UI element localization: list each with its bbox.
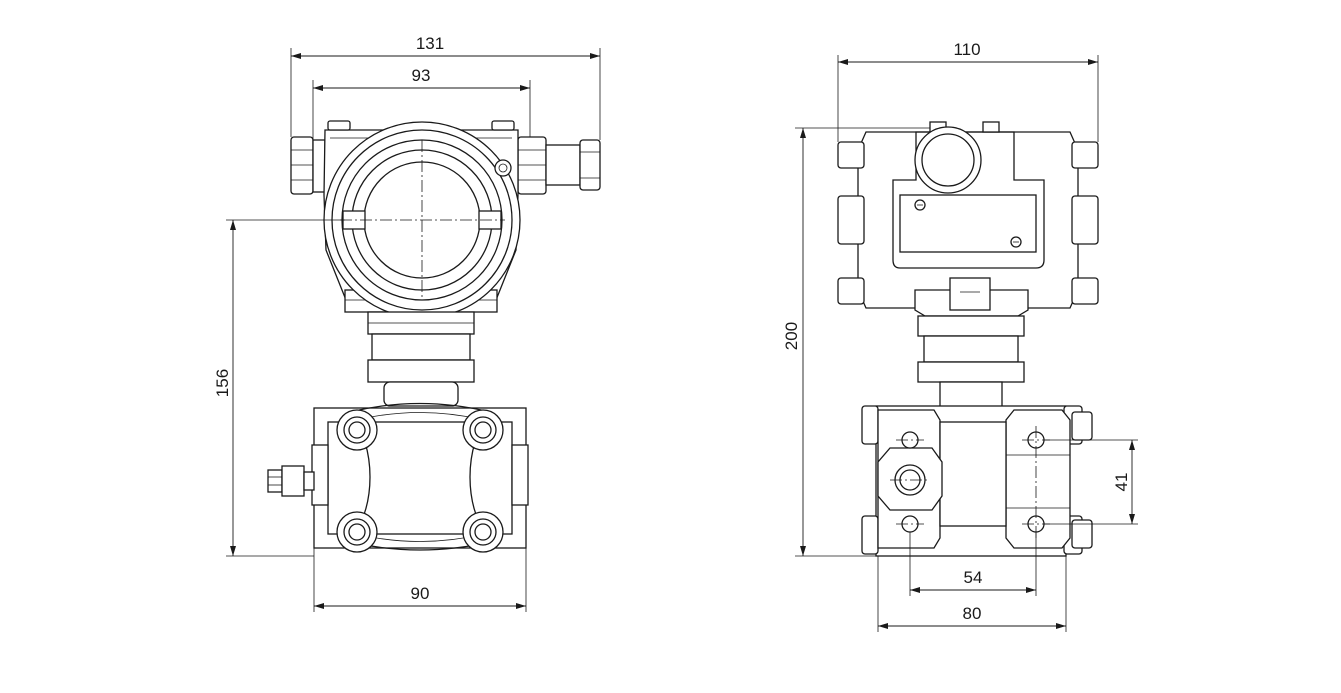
- side-dimensions: 110 200 41 54 80: [782, 40, 1138, 632]
- front-flange-bolts: [336, 409, 504, 553]
- front-view: [267, 120, 601, 553]
- side-neck: [917, 315, 1025, 409]
- front-neck: [367, 311, 475, 407]
- dim-side-flange-width: 80: [963, 604, 982, 623]
- dim-front-housing-width: 93: [412, 66, 431, 85]
- dim-front-height: 156: [213, 369, 232, 397]
- dim-side-height: 200: [782, 322, 801, 350]
- dim-side-bolt-spacing-h: 54: [964, 568, 983, 587]
- side-housing: [837, 121, 1099, 317]
- front-dimensions: 131 93 156 90: [213, 34, 601, 612]
- dim-front-total-width: 131: [416, 34, 444, 53]
- right-cable-gland: [517, 136, 601, 195]
- side-flange: [861, 405, 1093, 557]
- dim-side-total-width: 110: [953, 40, 980, 59]
- left-cable-gland: [290, 136, 326, 195]
- dim-side-bolt-spacing-v: 41: [1112, 473, 1131, 492]
- side-view: [837, 121, 1099, 557]
- dim-front-flange-width: 90: [411, 584, 430, 603]
- front-vent-valve: [267, 465, 315, 497]
